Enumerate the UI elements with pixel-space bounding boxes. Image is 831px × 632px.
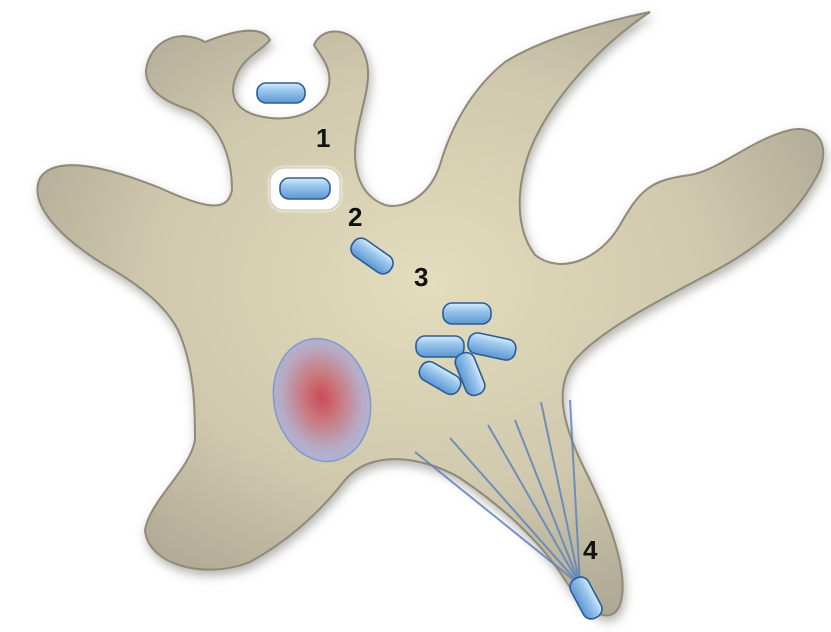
- host-cell-body: [38, 12, 824, 615]
- bacterium-in-vacuole: [270, 168, 340, 210]
- bacterium-extracellular: [257, 83, 305, 103]
- step-label-4: 4: [583, 535, 598, 565]
- step-label-1: 1: [316, 123, 330, 153]
- step-label-3: 3: [414, 262, 428, 292]
- step-label-2: 2: [348, 202, 362, 232]
- bacterium: [443, 303, 491, 324]
- bacterium: [416, 336, 464, 357]
